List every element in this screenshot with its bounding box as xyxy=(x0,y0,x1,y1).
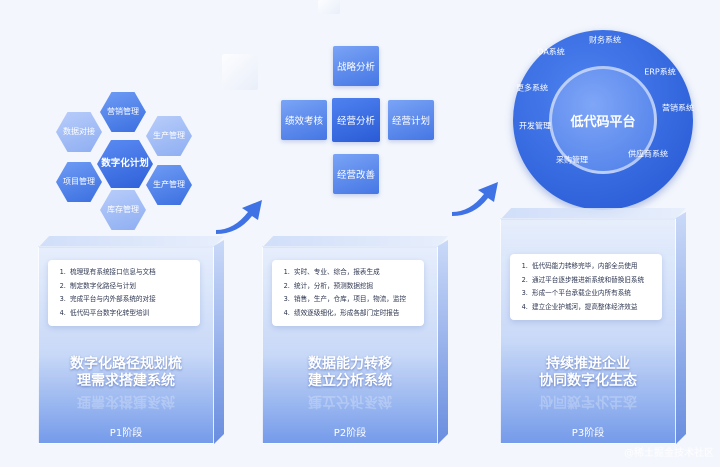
stage-p2: 实时、专业、综合，报表生成 统计，分析，预测数据挖掘 销售，生产，仓库，项目，物… xyxy=(262,236,448,444)
task-item: 统计，分析，预测数据挖掘 xyxy=(292,280,416,294)
wheel-center: 低代码平台 xyxy=(549,66,657,174)
curved-arrow-icon xyxy=(452,182,498,216)
stage-task-card: 低代码能力转移完毕，内部全员使用 通过平台逐步推进新系统和替换旧系统 形成一个平… xyxy=(510,254,662,320)
wheel-item-supplier: 供应商系统 xyxy=(628,149,668,159)
background-cube xyxy=(318,0,340,14)
tile-performance-review: 绩效考核 xyxy=(281,100,327,140)
tile-business-plan: 经营计划 xyxy=(388,100,434,140)
stage-side-face xyxy=(438,240,448,444)
stage-phase-label: P3阶段 xyxy=(571,428,605,439)
stage-task-card: 梳理现有系统接口信息与文档 制定数字化路径与计划 完成平台与内外部系统的对接 低… xyxy=(48,260,200,326)
stage-title-line1: 持续推进企业 xyxy=(546,356,630,372)
stage-p3: 低代码能力转移完毕，内部全员使用 通过平台逐步推进新系统和替换旧系统 形成一个平… xyxy=(500,208,686,444)
stage-title-reflection: 协同数字化生态 xyxy=(500,392,676,409)
wheel-item-marketing: 营销系统 xyxy=(662,103,694,113)
wheel-item-finance: 财务系统 xyxy=(589,35,621,45)
task-item: 绩效逐级细化，形成各部门定时报告 xyxy=(292,307,416,321)
stage-side-face xyxy=(214,240,224,444)
wheel-item-erp: ERP系统 xyxy=(644,67,676,77)
stage-title-line2: 理需求搭建系统 xyxy=(77,373,175,389)
stage-task-card: 实时、专业、综合，报表生成 统计，分析，预测数据挖掘 销售，生产，仓库，项目，物… xyxy=(272,260,424,326)
wheel-item-oa: OA系统 xyxy=(537,47,565,57)
tile-business-improvement: 经营改善 xyxy=(333,154,379,194)
stage-title-line2: 建立分析系统 xyxy=(308,373,392,389)
stage-p1: 梳理现有系统接口信息与文档 制定数字化路径与计划 完成平台与内外部系统的对接 低… xyxy=(38,236,224,444)
stage-top-face xyxy=(262,236,448,248)
wheel-item-procurement: 采购管理 xyxy=(556,155,588,165)
stage-title: 数字化路径规划梳 理需求搭建系统 xyxy=(38,356,214,390)
stage-phase-label: P2阶段 xyxy=(333,428,367,439)
stage-title-reflection: 理需求搭建系统 xyxy=(38,392,214,409)
wheel-item-more: 更多系统 xyxy=(516,83,548,93)
hexagon-digital-plan: 数字化计划 xyxy=(97,140,153,188)
hexagon-production-2: 生产管理 xyxy=(146,165,192,205)
stage-top-face xyxy=(38,236,224,248)
stage-title-line1: 数字化路径规划梳 xyxy=(70,356,182,372)
task-item: 低代码平台数字化转型培训 xyxy=(68,307,192,321)
task-item: 实时、专业、综合，报表生成 xyxy=(292,266,416,280)
stage-title: 数据能力转移 建立分析系统 xyxy=(262,356,438,390)
reflection-line: 理需求搭建系统 xyxy=(77,393,175,409)
hexagon-production: 生产管理 xyxy=(146,116,192,156)
wheel-item-development: 开发管理 xyxy=(519,121,551,131)
hexagon-marketing: 营销管理 xyxy=(100,92,146,132)
stage-title-line1: 数据能力转移 xyxy=(308,356,392,372)
curved-arrow-icon xyxy=(216,200,262,234)
stage-title: 持续推进企业 协同数字化生态 xyxy=(500,356,676,390)
hexagon-project: 项目管理 xyxy=(56,162,102,202)
stage-title-line2: 协同数字化生态 xyxy=(539,373,637,389)
stage-phase-label: P1阶段 xyxy=(109,428,143,439)
task-item: 低代码能力转移完毕，内部全员使用 xyxy=(530,260,654,274)
reflection-line: 协同数字化生态 xyxy=(539,393,637,409)
background-cube xyxy=(222,54,258,90)
reflection-line: 建立分析系统 xyxy=(308,393,392,409)
stage-title-reflection: 建立分析系统 xyxy=(262,392,438,409)
tile-strategy-analysis: 战略分析 xyxy=(333,46,379,86)
task-item: 制定数字化路径与计划 xyxy=(68,280,192,294)
stage-side-face xyxy=(676,212,686,444)
hexagon-inventory: 库存管理 xyxy=(100,190,146,230)
task-item: 建立企业护城河，提高整体经济效益 xyxy=(530,301,654,315)
task-item: 完成平台与内外部系统的对接 xyxy=(68,293,192,307)
tile-business-analysis: 经营分析 xyxy=(332,98,380,142)
task-item: 形成一个平台承载企业内所有系统 xyxy=(530,287,654,301)
watermark: @稀土掘金技术社区 xyxy=(624,448,714,459)
task-item: 梳理现有系统接口信息与文档 xyxy=(68,266,192,280)
task-item: 销售，生产，仓库，项目，物流，监控 xyxy=(292,293,416,307)
stage-top-face xyxy=(500,208,686,220)
task-item: 通过平台逐步推进新系统和替换旧系统 xyxy=(530,274,654,288)
hexagon-data-integration: 数据对接 xyxy=(56,112,102,152)
stage-front-face xyxy=(500,218,676,444)
